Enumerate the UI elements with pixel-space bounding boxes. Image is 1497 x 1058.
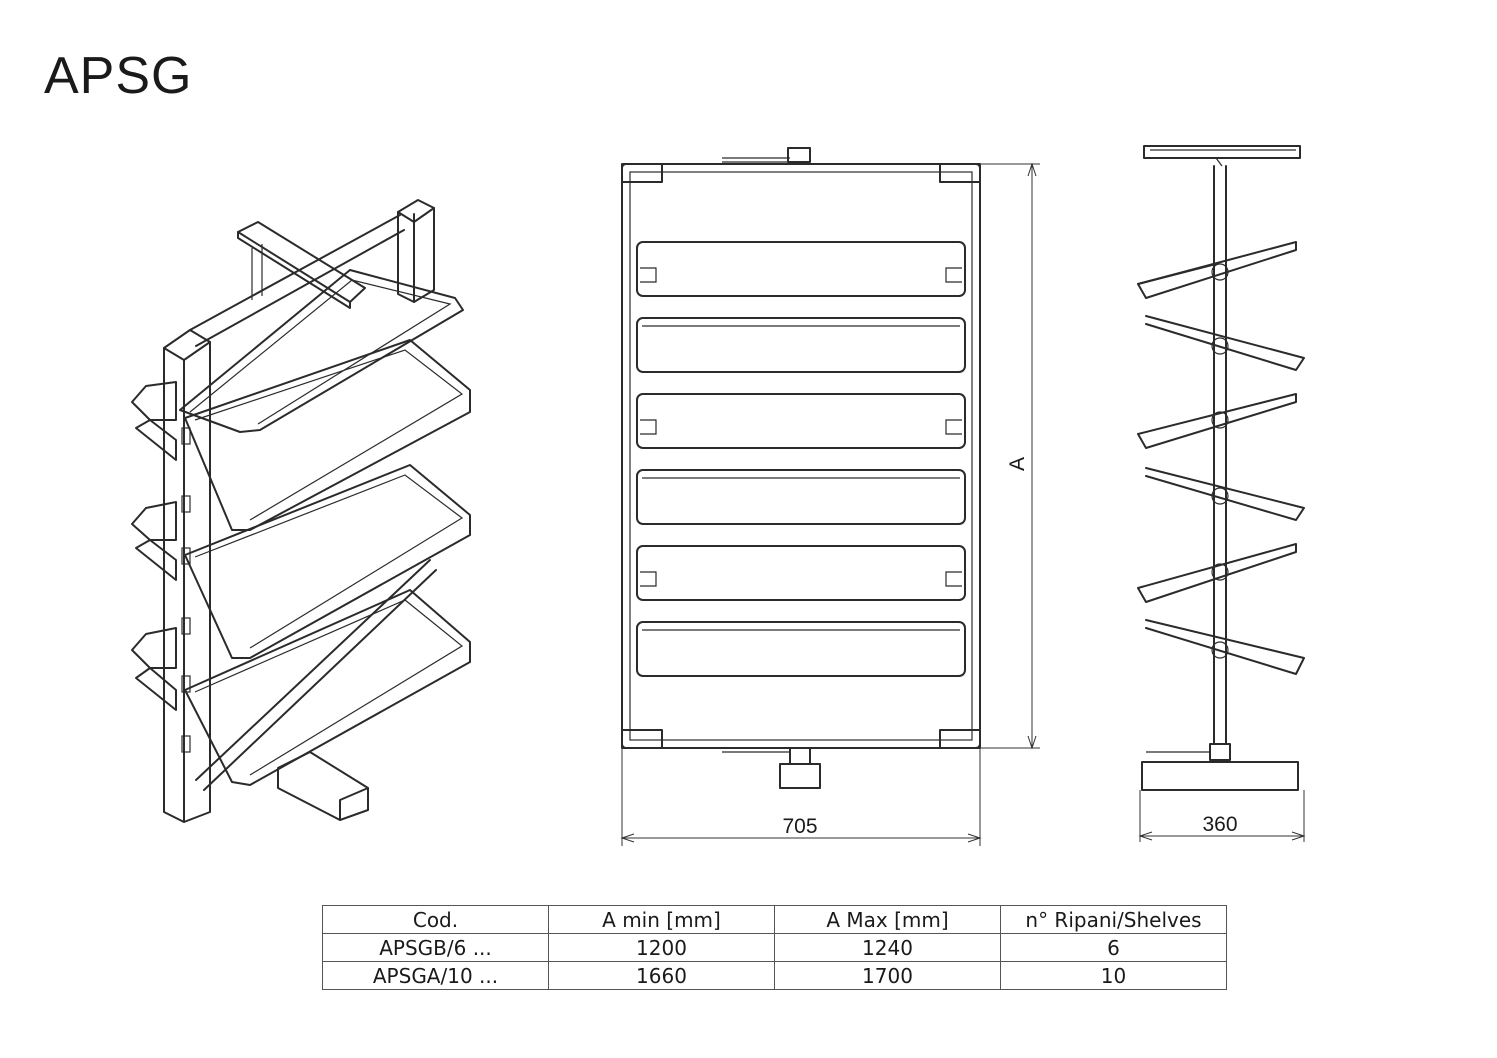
front-shelf bbox=[636, 317, 966, 373]
side-view: 360 bbox=[1137, 145, 1306, 842]
table-cell: APSGA/10 ... bbox=[322, 961, 549, 990]
dimension-height-label: A bbox=[1006, 457, 1029, 471]
header-shelves: n° Ripani/Shelves bbox=[1000, 905, 1227, 934]
front-view: A 705 bbox=[620, 147, 1040, 846]
front-shelf bbox=[636, 469, 966, 525]
dimension-width-label: 705 bbox=[782, 815, 817, 838]
table-header-row: Cod. A min [mm] A Max [mm] n° Ripani/She… bbox=[322, 905, 1227, 934]
dimension-depth-label: 360 bbox=[1202, 813, 1237, 836]
header-a-min: A min [mm] bbox=[548, 905, 775, 934]
header-cod: Cod. bbox=[322, 905, 549, 934]
header-a-max: A Max [mm] bbox=[774, 905, 1001, 934]
table-cell: 10 bbox=[1000, 961, 1227, 990]
table-row: APSGA/10 ... 1660 1700 10 bbox=[322, 961, 1227, 990]
iso-shelf bbox=[184, 589, 471, 786]
isometric-view bbox=[131, 199, 471, 823]
table-cell: APSGB/6 ... bbox=[322, 933, 549, 962]
table-cell: 1700 bbox=[774, 961, 1001, 990]
iso-shelf bbox=[184, 339, 471, 531]
front-shelf bbox=[636, 241, 966, 297]
front-shelf bbox=[636, 545, 966, 601]
drawing-title: APSG bbox=[44, 47, 193, 105]
iso-small-trays bbox=[131, 381, 177, 711]
table-cell: 1200 bbox=[548, 933, 775, 962]
front-shelf bbox=[636, 621, 966, 677]
table-cell: 1660 bbox=[548, 961, 775, 990]
specification-table: Cod. A min [mm] A Max [mm] n° Ripani/She… bbox=[322, 905, 1227, 990]
iso-shelf bbox=[179, 269, 464, 433]
front-shelf bbox=[636, 393, 966, 449]
table-cell: 1240 bbox=[774, 933, 1001, 962]
side-shelves bbox=[1137, 241, 1305, 675]
iso-shelf bbox=[184, 464, 471, 659]
table-row: APSGB/6 ... 1200 1240 6 bbox=[322, 933, 1227, 962]
table-cell: 6 bbox=[1000, 933, 1227, 962]
